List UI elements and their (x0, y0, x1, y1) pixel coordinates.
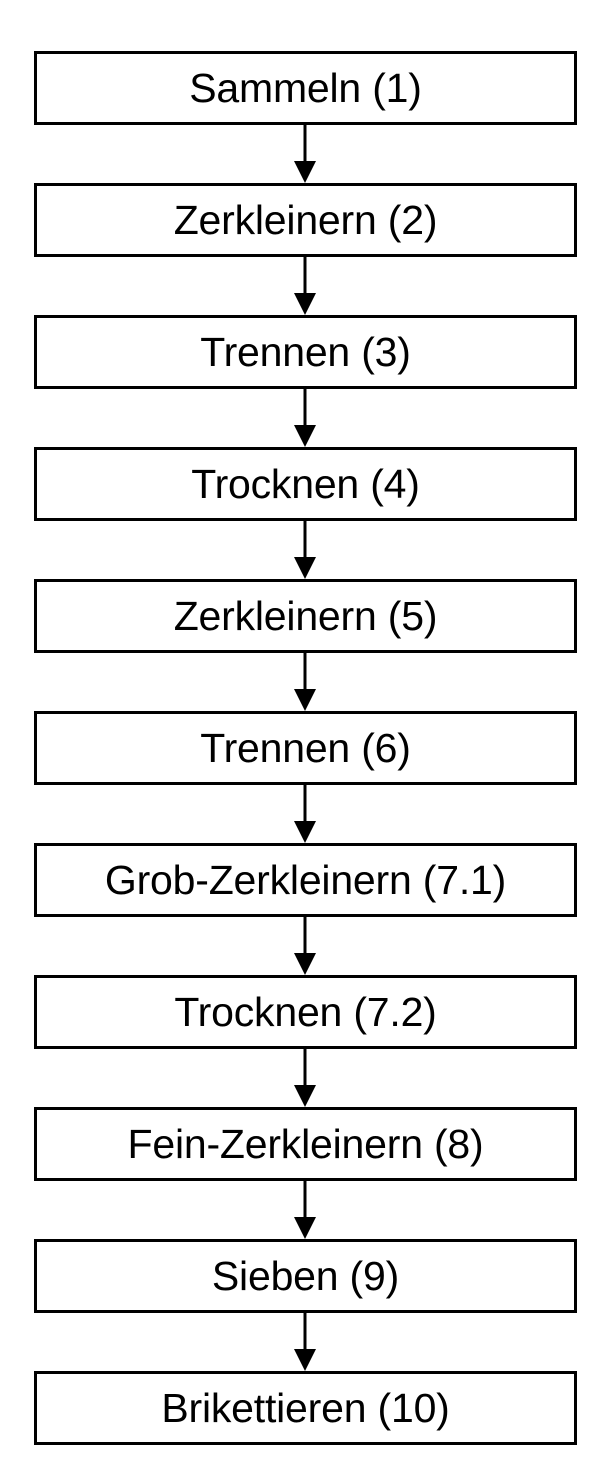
arrow-shaft (303, 257, 307, 301)
flow-step-6[interactable]: Trennen (6) (34, 711, 577, 785)
arrow-head (294, 425, 316, 447)
flow-step-label: Brikettieren (10) (161, 1384, 450, 1431)
flow-step-label: Trennen (3) (200, 328, 411, 375)
flow-arrow (0, 389, 612, 447)
flow-arrow (0, 1181, 612, 1239)
arrow-head (294, 161, 316, 183)
flow-step-label: Sammeln (1) (189, 64, 422, 111)
flow-arrow (0, 653, 612, 711)
flow-step-7-2[interactable]: Trocknen (7.2) (34, 975, 577, 1049)
arrow-shaft (303, 785, 307, 829)
arrow-shaft (303, 1049, 307, 1093)
flow-arrow (0, 1313, 612, 1371)
flow-step-label: Trennen (6) (200, 724, 411, 771)
arrow-head (294, 1217, 316, 1239)
flow-step-label: Sieben (9) (211, 1252, 400, 1299)
flow-step-label: Trocknen (4) (191, 460, 420, 507)
flow-step-label: Fein-Zerkleinern (8) (127, 1120, 484, 1167)
flow-step-4[interactable]: Trocknen (4) (34, 447, 577, 521)
flow-arrow (0, 257, 612, 315)
arrow-head (294, 293, 316, 315)
flow-arrow (0, 785, 612, 843)
arrow-shaft (303, 917, 307, 961)
flow-step-2[interactable]: Zerkleinern (2) (34, 183, 577, 257)
arrow-shaft (303, 1313, 307, 1357)
flow-step-5[interactable]: Zerkleinern (5) (34, 579, 577, 653)
flow-step-label: Grob-Zerkleinern (7.1) (104, 856, 507, 903)
flow-step-10[interactable]: Brikettieren (10) (34, 1371, 577, 1445)
arrow-head (294, 1349, 316, 1371)
flow-step-label: Trocknen (7.2) (174, 988, 437, 1035)
flow-arrow (0, 917, 612, 975)
arrow-shaft (303, 521, 307, 565)
flow-arrow (0, 125, 612, 183)
arrow-head (294, 821, 316, 843)
flow-arrow (0, 521, 612, 579)
arrow-shaft (303, 653, 307, 697)
flow-step-7-1[interactable]: Grob-Zerkleinern (7.1) (34, 843, 577, 917)
flow-step-label: Zerkleinern (2) (173, 196, 438, 243)
flow-step-1[interactable]: Sammeln (1) (34, 51, 577, 125)
arrow-head (294, 1085, 316, 1107)
arrow-shaft (303, 125, 307, 169)
flow-step-9[interactable]: Sieben (9) (34, 1239, 577, 1313)
flow-arrow (0, 1049, 612, 1107)
flow-step-label: Zerkleinern (5) (173, 592, 438, 639)
arrow-head (294, 953, 316, 975)
arrow-shaft (303, 1181, 307, 1225)
arrow-head (294, 689, 316, 711)
flow-step-3[interactable]: Trennen (3) (34, 315, 577, 389)
flow-step-8[interactable]: Fein-Zerkleinern (8) (34, 1107, 577, 1181)
arrow-shaft (303, 389, 307, 433)
arrow-head (294, 557, 316, 579)
